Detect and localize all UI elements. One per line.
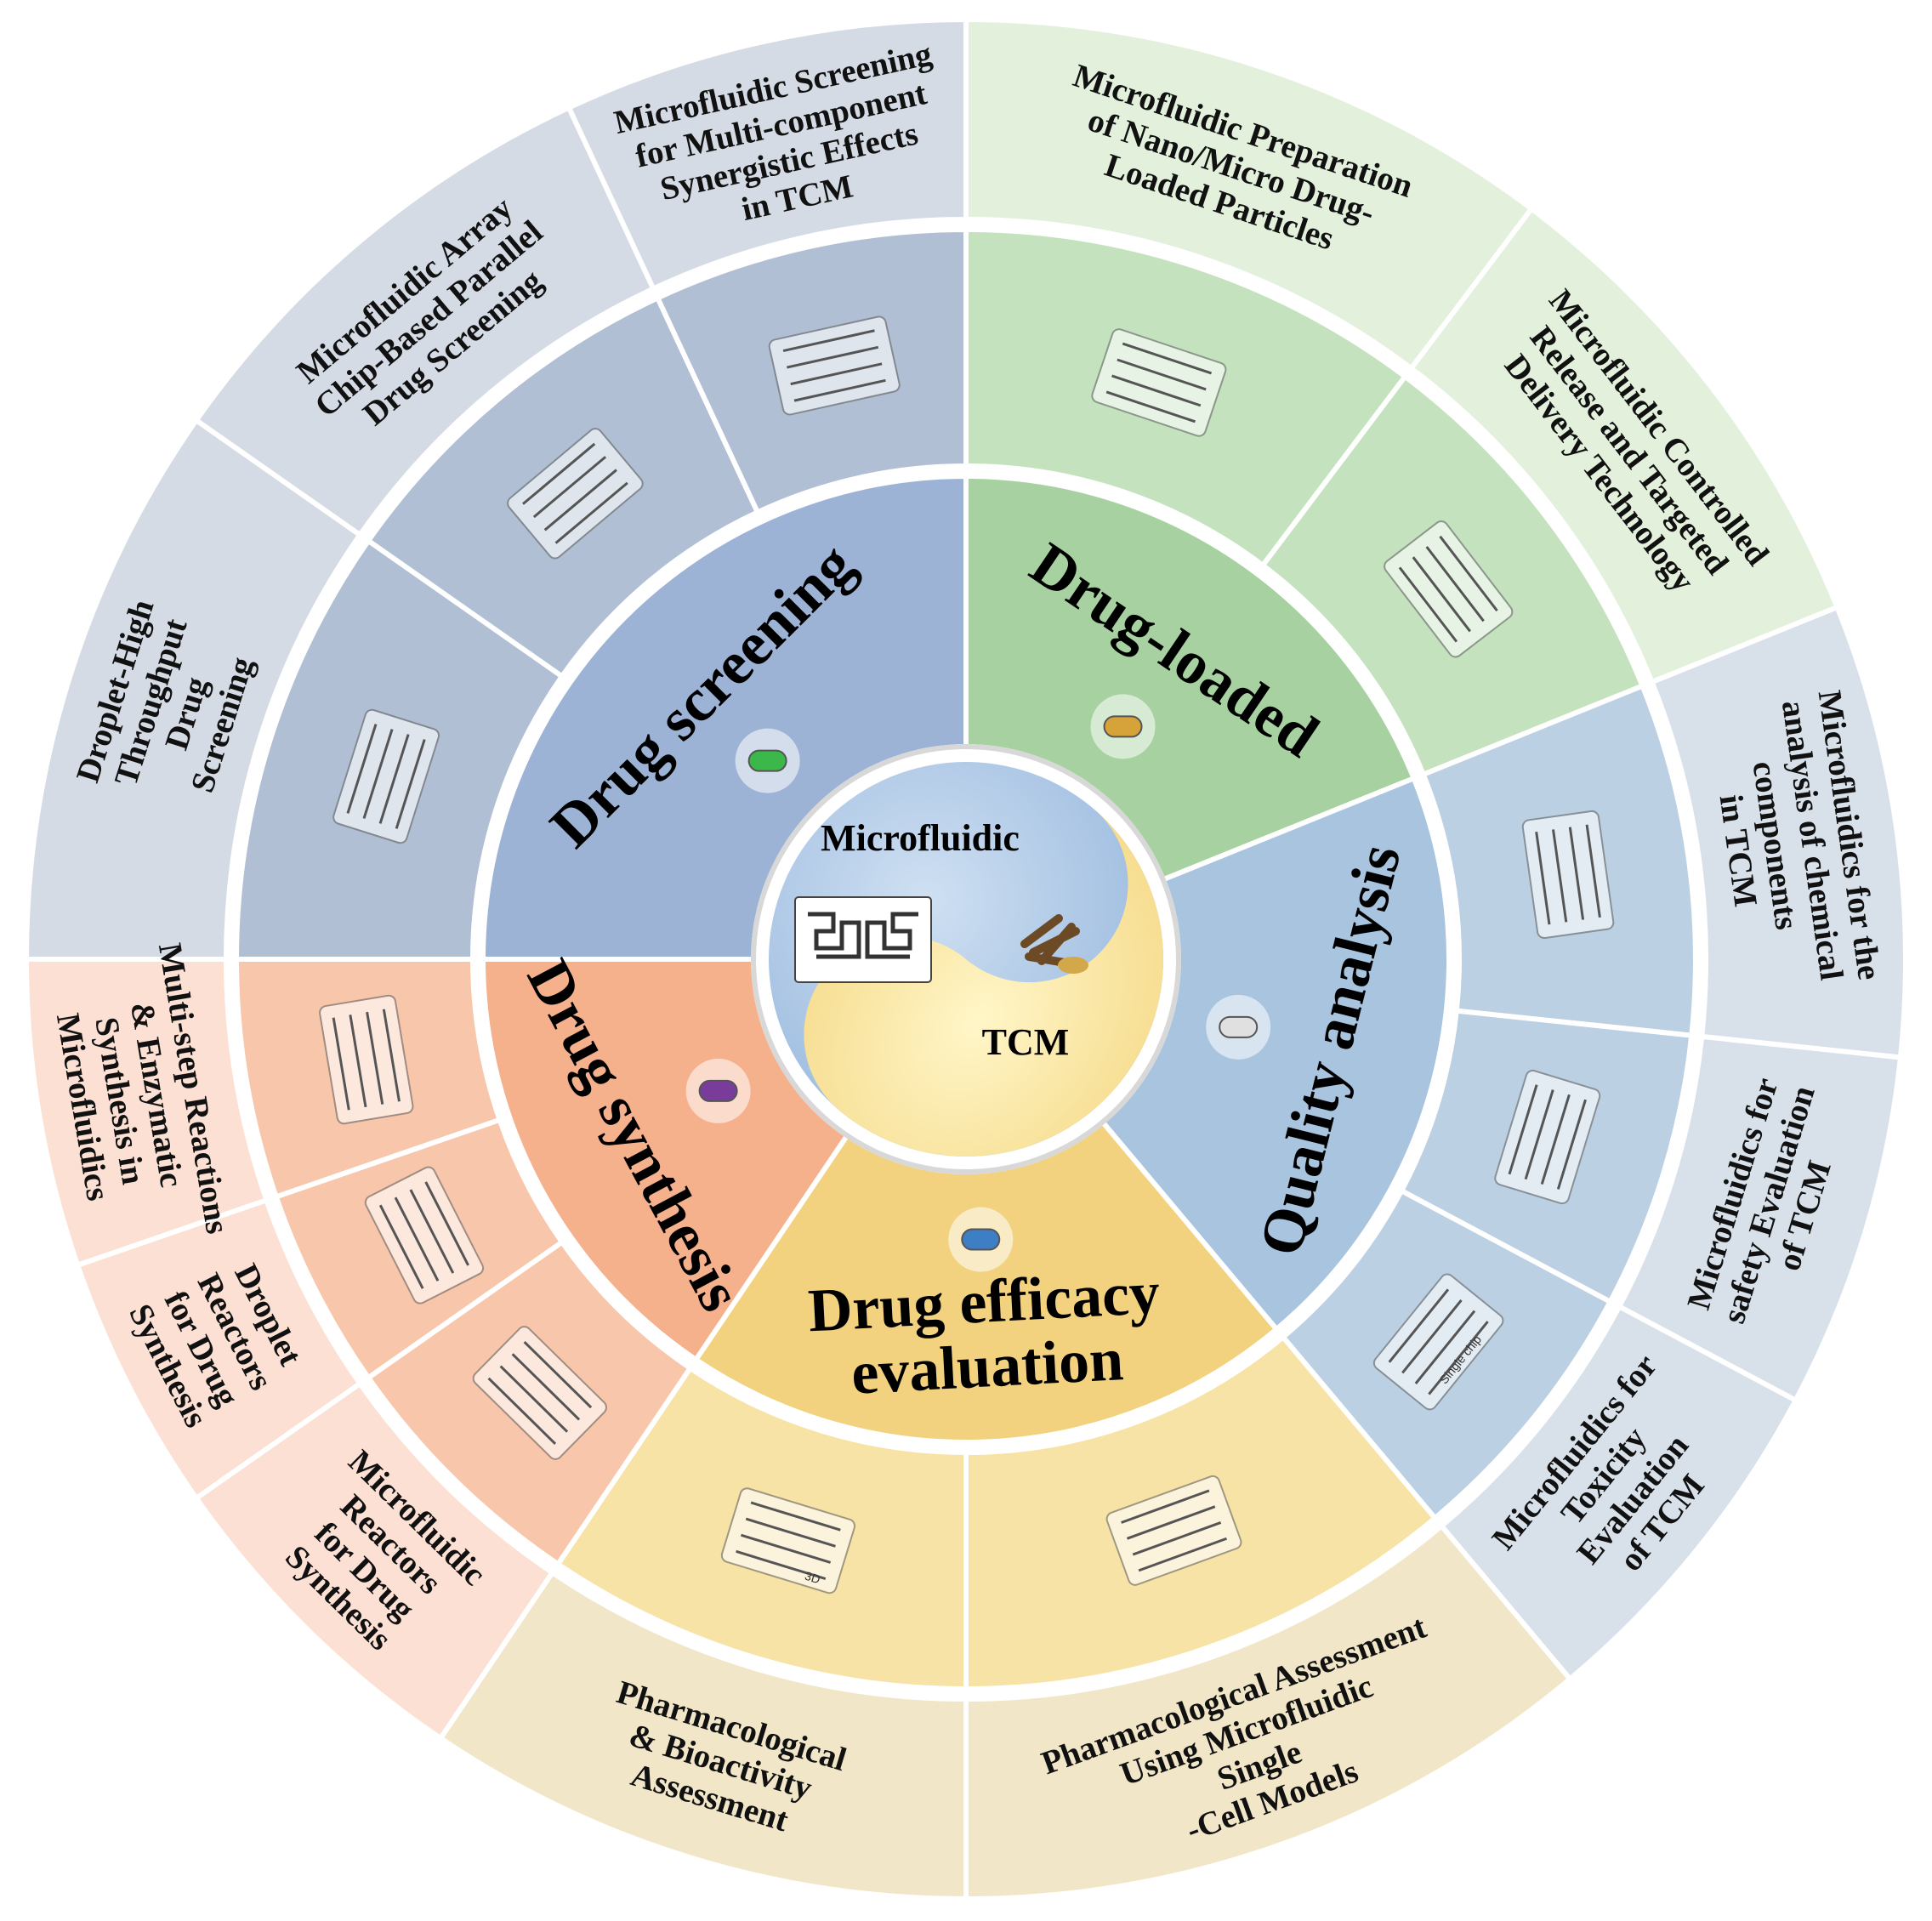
drug-carrier-tube-icon: [1090, 694, 1156, 759]
well-plate-3d-icon: [720, 1487, 856, 1594]
analysis-chip-icon: [1206, 994, 1271, 1060]
droplet-reactor-icon: [364, 1166, 485, 1304]
three-d-caption: 3D: [804, 1569, 822, 1587]
gradient-chip-icon: [768, 315, 901, 416]
droplet-array-chip-icon: [332, 708, 440, 844]
array-chip-icon: [507, 428, 644, 560]
center-tcm-label: TCM: [982, 1021, 1070, 1063]
outer-application-ring: Droplet-HighThroughputDrugScreeningMicro…: [23, 16, 1908, 1902]
single-chip-icon: [1372, 1273, 1504, 1411]
category-label-drug_efficacy-line: evaluation: [850, 1325, 1125, 1407]
application-label-drug_synthesis-2: Multi-step Reactions& EnzymaticSynthesis…: [41, 941, 236, 1255]
channel-network-icon: [1521, 810, 1615, 940]
serpentine-reactor-icon: [472, 1326, 608, 1460]
enzymatic-channel-icon: [319, 994, 414, 1125]
blue-capsule-icon: [948, 1207, 1014, 1272]
microfluidic-chip-icon: [794, 896, 932, 983]
particle-synthesis-chip-icon: [1091, 328, 1227, 437]
center-microfluidic-label: Microfluidic: [821, 817, 1020, 859]
application-sector-drug_synthesis-2: [23, 957, 270, 1269]
herbal-roots-icon: [1020, 914, 1088, 974]
microneedle-icon: [1384, 520, 1514, 658]
single-cell-chip-icon: [1105, 1475, 1242, 1586]
center-core: Microfluidic TCM: [751, 744, 1181, 1174]
category-label-drug_efficacy: Drug efficacyevaluation: [806, 1259, 1164, 1409]
tcm-half: [804, 808, 1163, 1157]
reaction-vial-icon: [685, 1058, 751, 1123]
capsule-and-cell-icon: [735, 728, 800, 793]
analyzer-instrument-icon: [1494, 1069, 1601, 1205]
